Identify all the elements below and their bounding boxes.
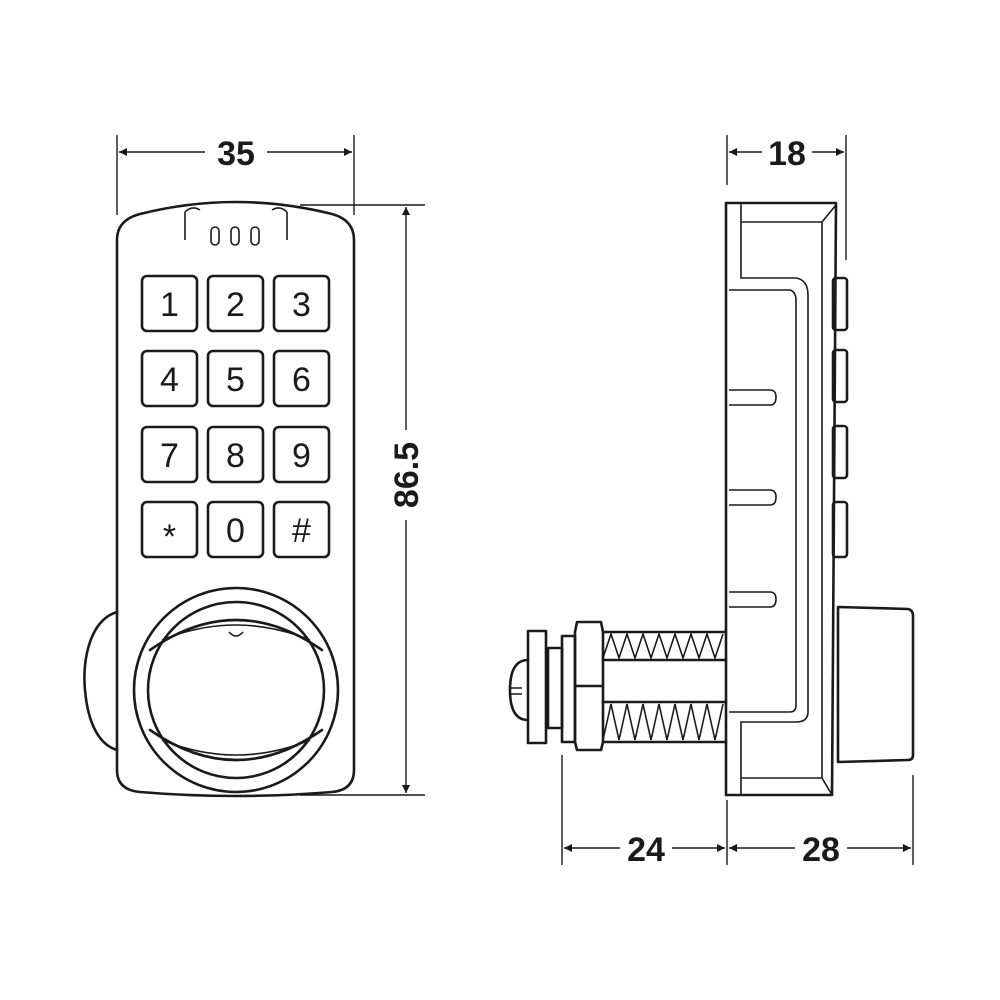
turn-knob (132, 586, 340, 794)
key-0: 0 (206, 500, 265, 559)
key-label: 9 (292, 437, 311, 475)
key-label: 2 (226, 286, 245, 324)
washer (526, 629, 548, 745)
keypad-buttons-side (831, 276, 849, 559)
dim-depth-18: 18 (768, 135, 806, 173)
key-5: 5 (206, 349, 265, 408)
key-6: 6 (272, 349, 331, 408)
key-4: 4 (140, 349, 199, 408)
key-label: 1 (160, 286, 179, 324)
bolt-head (508, 658, 530, 722)
key-label: 8 (226, 437, 245, 475)
key-2: 2 (206, 274, 265, 333)
dim-body-28: 28 (802, 831, 840, 869)
key-label: 7 (160, 437, 179, 475)
key-9: 9 (272, 425, 331, 484)
dim-bolt-24: 24 (627, 831, 665, 869)
side-view (508, 201, 915, 797)
key-label: 3 (292, 286, 311, 324)
key-star: * (140, 500, 199, 559)
top-vent (184, 207, 288, 240)
key-label: 0 (226, 512, 245, 550)
key-7: 7 (140, 425, 199, 484)
key-3: 3 (272, 274, 331, 333)
key-hash: # (272, 500, 331, 559)
key-label: * (163, 518, 176, 556)
keypad: 1 2 3 4 5 6 7 8 9 * 0 # (140, 274, 331, 559)
side-body-outline (724, 201, 838, 797)
dimensions: 35 86.5 18 24 28 (116, 134, 914, 869)
mounting-slots (729, 389, 777, 608)
key-label: 5 (226, 361, 245, 399)
key-label: # (292, 512, 311, 550)
hex-nut (573, 620, 605, 752)
side-knob (836, 605, 915, 764)
front-view: 1 2 3 4 5 6 7 8 9 * 0 # (83, 200, 356, 798)
side-bolt-bump (83, 610, 119, 752)
cam-bolt (508, 620, 728, 752)
key-label: 6 (292, 361, 311, 399)
lock-body-outline (115, 200, 356, 798)
indicator-leds (210, 226, 260, 246)
dim-width-35: 35 (217, 135, 255, 173)
key-label: 4 (160, 361, 179, 399)
key-8: 8 (206, 425, 265, 484)
key-1: 1 (140, 274, 199, 333)
dim-height-86-5: 86.5 (388, 442, 426, 508)
